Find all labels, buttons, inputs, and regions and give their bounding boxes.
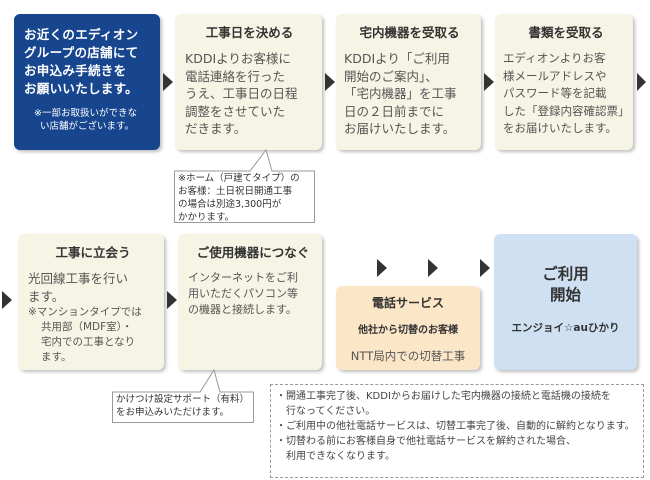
intro-note-line: い店舗がございます。 xyxy=(40,121,135,132)
callout-line: かかります。 xyxy=(178,212,235,223)
body-line: した「登録内容確認票」 xyxy=(503,103,630,118)
flow-arrow-icon xyxy=(428,259,438,277)
flow-arrow-icon xyxy=(480,259,490,277)
body-line: KDDIより「ご利用 xyxy=(344,51,450,66)
step-body: 光回線工事を行い ます。 xyxy=(28,270,158,305)
flow-arrow-icon xyxy=(325,73,335,91)
callout-setup-support: かけつけ設定サポート（有料） をお申込みいただけます。 xyxy=(112,392,254,423)
body-line: の機器と接続します。 xyxy=(188,303,297,316)
start-service: エンジョイ☆auひかり xyxy=(511,322,620,334)
phone-title: 電話サービス xyxy=(371,296,444,310)
body-line: 用いただくパソコン等 xyxy=(188,287,298,300)
step-subnote: ※マンションタイプでは 共用部（MDF室）・ 宅内での工事となり ます。 xyxy=(28,305,158,365)
intro-note-line: ※一部お取扱いができな xyxy=(34,108,137,119)
step-connect-devices: ご使用機器につなぐ インターネットをご利 用いただくパソコン等 の機器と接続しま… xyxy=(178,234,322,370)
intro-note: ※一部お取扱いができな い店舗がございます。 xyxy=(24,107,154,133)
step-body: KDDIよりお客様に 電話連絡を行った うえ、工事日の日程 調整をさせていた だ… xyxy=(185,50,314,138)
step-title: 書類を受取る xyxy=(528,25,604,40)
subnote-line: 宅内での工事となり xyxy=(41,336,136,348)
intro-line: お近くのエディオン xyxy=(24,27,139,42)
callout-line: お客様：土日祝日開通工事 xyxy=(178,186,293,197)
flow-arrow-icon xyxy=(167,291,177,309)
body-line: 「宅内機器」を工事 xyxy=(344,86,457,101)
body-line: お届けいたします。 xyxy=(344,121,456,136)
callout-weekend-fee: ※ホーム（戸建てタイプ）の お客様：土日祝日開通工事 の場合は別途3,300円が… xyxy=(174,171,315,223)
flow-arrow-icon xyxy=(484,73,494,91)
note-line: ・切替わる前にお客様自身で他社電話サービスを解約された場合、 xyxy=(276,436,576,447)
service-start-box: ご利用 開始 エンジョイ☆auひかり xyxy=(494,234,637,370)
body-line: 様メールアドレスや xyxy=(503,68,607,83)
flow-arrow-icon xyxy=(163,73,173,91)
body-line: KDDIよりお客様に xyxy=(185,51,291,66)
callout-line: をお申込みいただけます。 xyxy=(116,407,230,418)
body-line: インターネットをご利 xyxy=(188,271,298,284)
body-line: だきます。 xyxy=(185,121,247,136)
body-line: 電話連絡を行った xyxy=(185,68,286,84)
note-line: ・開通工事完了後、KDDIからお届けした宅内機器の接続と電話機の接続を xyxy=(276,391,611,402)
note-line: 利用できなくなります。 xyxy=(276,451,395,462)
body-line: をお届けいたします。 xyxy=(503,121,617,135)
step-attend-work: 工事に立会う 光回線工事を行い ます。 ※マンションタイプでは 共用部（MDF室… xyxy=(18,234,164,370)
intro-line: グループの店舗にて xyxy=(24,45,139,60)
note-line: 行なってください。 xyxy=(276,406,376,417)
flow-arrow-icon xyxy=(377,259,387,277)
step-body: エディオンよりお客 様メールアドレスや パスワード等を記載 した「登録内容確認票… xyxy=(503,50,630,138)
body-line: うえ、工事日の日程 xyxy=(185,86,298,101)
phone-subtitle: 他社から切替のお客様 xyxy=(358,325,458,336)
subnote-line: 共用部（MDF室）・ xyxy=(41,321,133,333)
note-line: ・ご利用中の他社電話サービスは、切替工事完了後、自動的に解約となります。 xyxy=(276,421,635,432)
step-receive-documents: 書類を受取る エディオンよりお客 様メールアドレスや パスワード等を記載 した「… xyxy=(495,14,633,150)
flow-arrow-icon xyxy=(2,291,12,309)
step-title: 工事に立会う xyxy=(55,245,131,260)
callout-line: かけつけ設定サポート（有料） xyxy=(116,394,250,405)
body-line: エディオンよりお客 xyxy=(503,51,606,65)
step-receive-device: 宅内機器を受取る KDDIより「ご利用 開始のご案内」、 「宅内機器」を工事 日… xyxy=(336,14,481,150)
subnote-line: ※マンションタイプでは xyxy=(28,306,142,318)
body-line: 日の２日前までに xyxy=(344,103,445,119)
body-line: 光回線工事を行い xyxy=(28,271,129,286)
phone-line: NTT局内での切替工事 xyxy=(350,349,466,363)
body-line: パスワード等を記載 xyxy=(503,86,607,100)
step-body: インターネットをご利 用いただくパソコン等 の機器と接続します。 xyxy=(188,270,318,318)
start-title: 開始 xyxy=(549,286,581,304)
step-body: KDDIより「ご利用 開始のご案内」、 「宅内機器」を工事 日の２日前までに お… xyxy=(344,50,475,138)
phone-service-box: 電話サービス 他社から切替のお客様 NTT局内での切替工事 xyxy=(336,286,480,370)
intro-main-text: お近くのエディオン グループの店舗にて お申込み手続きを お願いいたします。 xyxy=(24,26,154,98)
callout-line: の場合は別途3,300円が xyxy=(178,199,282,210)
step-title: 宅内機器を受取る xyxy=(359,25,460,40)
intro-line: お願いいたします。 xyxy=(24,81,138,96)
phone-notes: ・開通工事完了後、KDDIからお届けした宅内機器の接続と電話機の接続を 行なって… xyxy=(270,384,644,478)
body-line: 調整をさせていた xyxy=(185,103,286,119)
step-title: 工事日を決める xyxy=(205,25,294,40)
intro-line: お申込み手続きを xyxy=(24,63,127,78)
intro-box: お近くのエディオン グループの店舗にて お申込み手続きを お願いいたします。 ※… xyxy=(14,14,160,150)
start-title: ご利用 xyxy=(542,265,589,283)
flow-arrow-icon xyxy=(637,73,646,91)
callout-line: ※ホーム（戸建てタイプ）の xyxy=(178,173,300,184)
subnote-line: ます。 xyxy=(41,351,72,363)
step-schedule: 工事日を決める KDDIよりお客様に 電話連絡を行った うえ、工事日の日程 調整… xyxy=(175,14,322,150)
step-title: ご使用機器につなぐ xyxy=(196,245,310,260)
body-line: ます。 xyxy=(28,288,65,304)
body-line: 開始のご案内」、 xyxy=(344,68,438,84)
